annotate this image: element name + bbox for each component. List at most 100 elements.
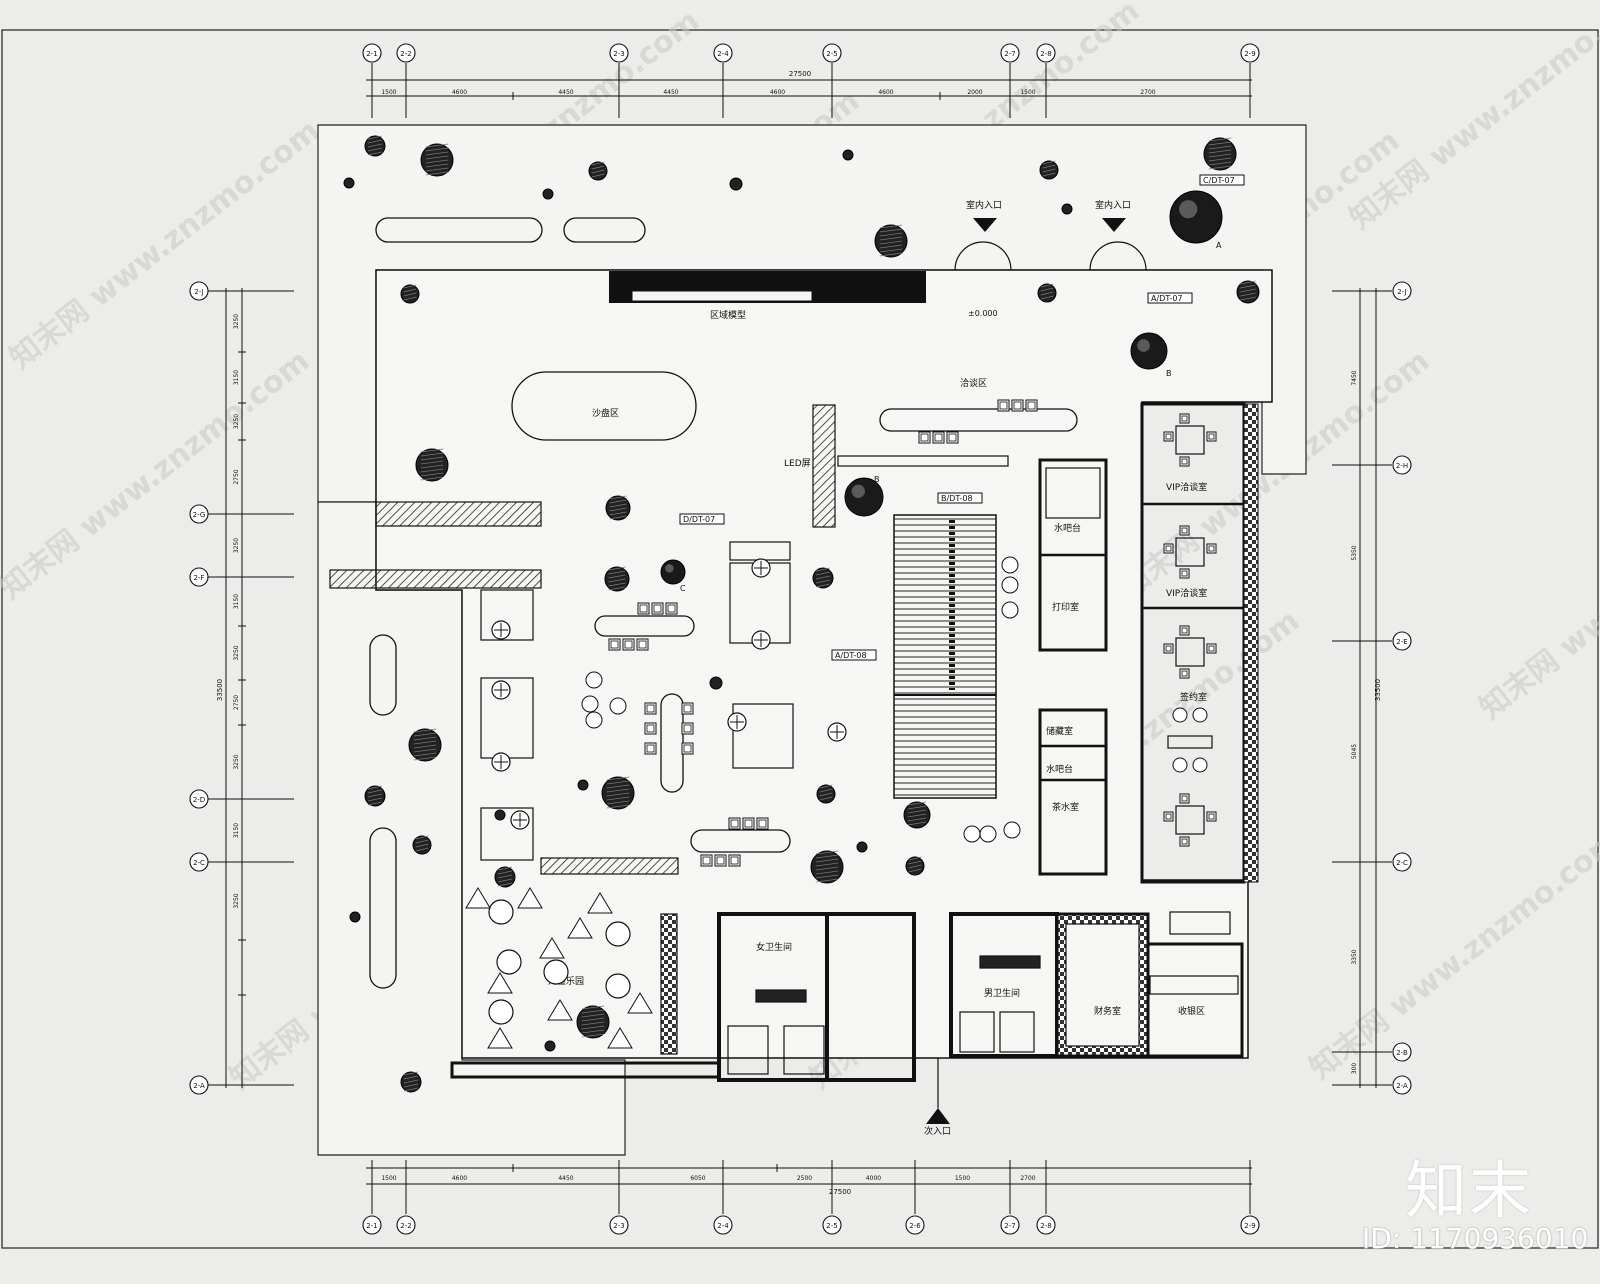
vip-block [1140,402,1246,884]
axis-left-0 [189,281,209,301]
tree-scribble [1240,284,1256,289]
axis-left-0-text: 2-J [194,288,203,296]
axis-top-6 [1036,43,1056,63]
tree-scribble [608,566,626,571]
tree-scribble [425,143,449,148]
tree-scribble [403,1087,419,1092]
chair-seat [1181,627,1188,634]
chair-icon [1179,525,1190,536]
label-indoor-entrance-1: 室内入口 [966,199,1002,211]
table-icon [732,703,794,769]
dim-bottom-total: 27500 [829,1188,851,1196]
label-female-wc: 女卫生间 [756,941,792,953]
tree-scribble [819,796,833,801]
dim-top-seg: 4450 [558,89,573,96]
chair-icon [918,431,931,444]
chair-icon [1206,811,1217,822]
play-triangle-icon [627,992,653,1014]
lounge-chair-icon [979,825,997,843]
tree-scribble [367,793,383,798]
tree-scribble [1042,168,1056,173]
chair-seat [1013,401,1022,410]
label-vip-1: VIP洽谈室 [1166,481,1207,493]
tree-scribble [497,870,513,875]
tree-scribble [497,866,513,871]
tree-scribble [606,784,630,789]
axis-left-5 [189,1075,209,1095]
chair-seat [639,604,648,613]
axis-bottom-4 [822,1215,842,1235]
chair-icon [1179,568,1190,579]
dim-left-total: 33500 [216,679,224,701]
tree-scribble [413,728,437,733]
tree-scribble [403,1079,419,1084]
tree-scribble [606,780,630,785]
trees-layer [343,135,1260,1093]
tree-scribble [581,1025,605,1030]
tree-icon [709,676,723,690]
partition-wall-1 [375,501,542,527]
tree-scribble [413,748,437,753]
tree-scribble [403,288,417,293]
tree-scribble [420,456,444,461]
label-finance: 财务室 [1094,1005,1121,1017]
chair-seat [1208,813,1215,820]
chair-seat [948,433,957,442]
play-triangle-icon [487,1027,513,1049]
drawing-frame [1,29,1599,1249]
lounge-chair-icon [1003,821,1021,839]
play-triangle-icon [487,972,513,994]
chair-icon [1179,668,1190,679]
chair-seat [1208,433,1215,440]
axis-right-5-text: 2-A [1396,1082,1408,1090]
tree-scribble [879,224,903,229]
label-secondary-entrance: 次入口 [924,1125,951,1137]
tree-scribble [1240,288,1256,293]
tree-scribble [1042,164,1056,169]
tree-scribble [606,792,630,797]
tree-scribble [403,296,417,301]
play-disc-icon [543,959,569,985]
tree-scribble [425,151,449,156]
dim-top-seg: 2000 [967,89,982,96]
tree-scribble [403,1071,419,1076]
chair-icon [681,722,694,735]
chair-icon [651,602,664,615]
tree-scribble [879,236,903,241]
tree-scribble [1208,161,1232,166]
axis-right-5 [1392,1075,1412,1095]
tree-scribble [907,817,927,822]
dim-right-seg: 3350 [1351,949,1358,964]
sculpture-highlight [1137,339,1150,352]
chair-seat [638,640,647,649]
dim-left-seg: 3250 [233,754,240,769]
tree-scribble [415,835,429,840]
tree-scribble [420,464,444,469]
tree-scribble [367,801,383,806]
axis-bottom-6-text: 2-7 [1004,1222,1015,1230]
axis-top-2 [609,43,629,63]
tree-icon [604,566,630,592]
tree-scribble [581,1009,605,1014]
dim-bottom-seg: 4000 [866,1175,881,1182]
axis-top-5-text: 2-7 [1004,50,1015,58]
axis-top-7-text: 2-9 [1244,50,1255,58]
table-icon [1175,425,1205,455]
tree-scribble [879,244,903,249]
chair-icon [1172,757,1188,773]
axis-top-6-text: 2-8 [1040,50,1051,58]
tree-scribble [1208,149,1232,154]
table-icon [1175,805,1205,835]
model-wall-inset [631,290,813,302]
axis-right-3-text: 2-C [1396,859,1408,867]
tree-scribble [908,864,922,869]
axis-right-4 [1392,1042,1412,1062]
tree-scribble [403,1083,419,1088]
chair-icon [714,854,727,867]
tree-scribble [415,839,429,844]
tree-icon [729,177,743,191]
tree-scribble [367,147,383,152]
chair-seat [1165,813,1172,820]
tree-scribble [815,854,839,859]
